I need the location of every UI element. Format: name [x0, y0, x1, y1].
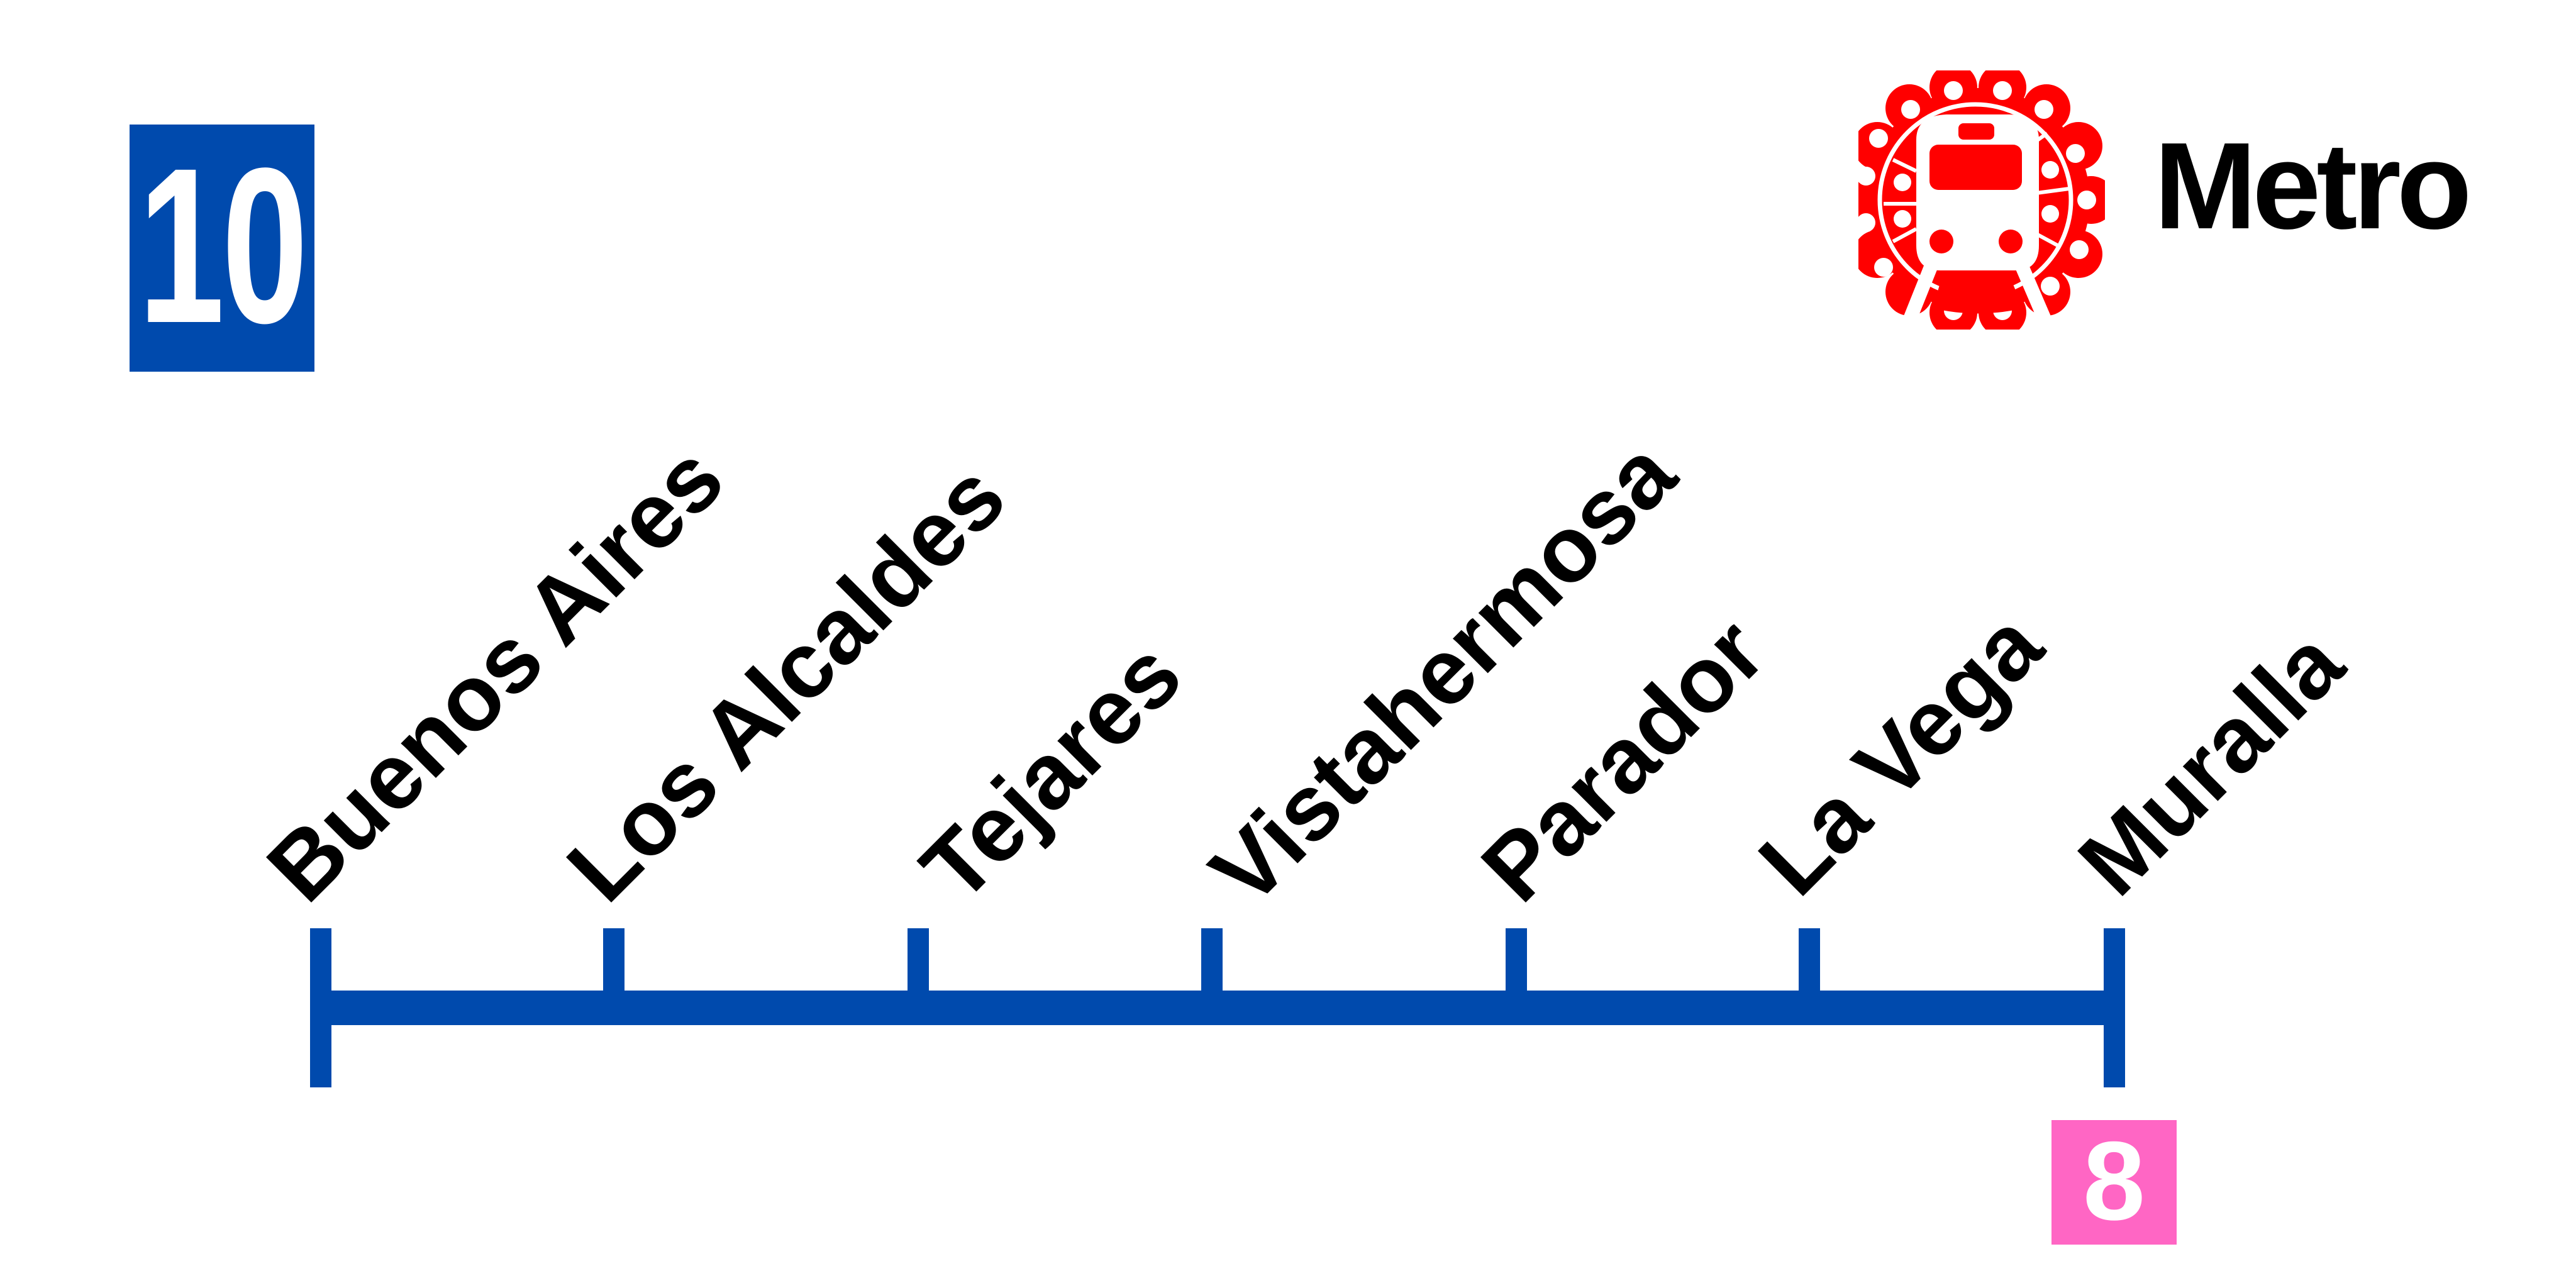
station-label: Muralla [2059, 610, 2363, 914]
station-tick [908, 928, 929, 997]
station-tick [1201, 928, 1223, 997]
line-number-badge: 10 [130, 125, 314, 372]
station-tick [1799, 928, 1820, 997]
station-label: Tejares [902, 622, 1201, 921]
transfer-line-badge: 8 [2051, 1120, 2177, 1245]
station-tick-terminus [2104, 928, 2125, 1087]
station-tick [603, 928, 625, 997]
station-label: Vistahermosa [1191, 420, 1696, 924]
station-tick [1506, 928, 1527, 997]
metro-logo-icon [1858, 70, 2105, 330]
line-number: 10 [138, 121, 308, 369]
station-label: La Vega [1740, 592, 2062, 914]
brand-name: Metro [2154, 117, 2472, 255]
route-line [310, 928, 2125, 1087]
transfer-line-number: 8 [2083, 1118, 2145, 1243]
station-tick-terminus [310, 928, 331, 1087]
